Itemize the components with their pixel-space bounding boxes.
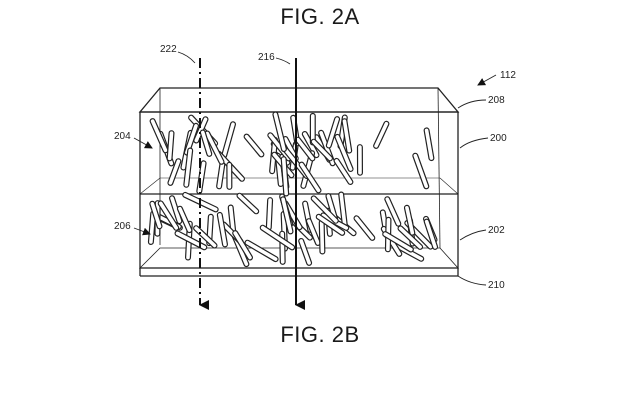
lc-molecule-fill — [385, 197, 401, 226]
label-216: 216 — [258, 52, 275, 63]
lc-molecule-fill — [319, 220, 325, 254]
lc-molecule-fill — [335, 135, 353, 171]
label-210-group: 210 — [457, 275, 505, 291]
lc-molecule-fill — [218, 213, 227, 247]
lc-molecule-fill — [307, 219, 320, 245]
upper-rod-layer — [149, 111, 435, 197]
lc-molecule-fill — [296, 137, 315, 161]
lc-molecule-fill — [260, 225, 294, 250]
lc-molecule-fill — [405, 206, 415, 235]
lc-molecule-fill — [168, 159, 181, 185]
label-206-group: 206 — [114, 221, 151, 236]
lc-molecule-fill — [424, 128, 434, 160]
label-208-group: 208 — [457, 95, 505, 109]
lc-molecule-fill — [266, 198, 272, 230]
lc-molecule-fill — [354, 216, 375, 240]
lc-molecule-fill — [383, 232, 413, 252]
label-210: 210 — [488, 280, 505, 291]
lc-molecule-fill — [184, 148, 192, 187]
label-202: 202 — [488, 225, 505, 236]
label-206: 206 — [114, 221, 131, 232]
lc-molecule-fill — [150, 201, 162, 229]
label-222: 222 — [160, 44, 177, 55]
figure-title-top: FIG. 2A — [280, 4, 360, 29]
top-face — [138, 87, 460, 113]
lc-molecule-fill — [178, 206, 192, 232]
label-204: 204 — [114, 131, 131, 142]
lc-molecule-fill — [237, 193, 259, 214]
lc-molecule-fill — [326, 117, 339, 148]
lc-molecule-fill — [244, 134, 264, 157]
label-112: 112 — [500, 70, 516, 81]
lc-molecule-fill — [205, 131, 224, 164]
lc-molecule-fill — [299, 239, 311, 265]
lc-molecule-fill — [201, 130, 212, 156]
lc-molecule-fill — [316, 215, 345, 235]
lc-molecule-fill — [158, 201, 178, 230]
lc-molecule-fill — [283, 137, 298, 161]
lc-molecule-fill — [413, 153, 429, 189]
lc-molecule-fill — [228, 205, 236, 236]
lc-molecule-fill — [395, 243, 424, 261]
lc-molecule-fill — [342, 119, 352, 153]
label-208: 208 — [488, 95, 505, 106]
label-222-group: 222 — [160, 44, 196, 64]
lc-molecule-fill — [424, 219, 437, 249]
lc-molecule-fill — [170, 196, 182, 223]
label-202-group: 202 — [459, 225, 505, 241]
lc-molecule-fill — [374, 122, 389, 148]
lc-molecule-fill — [334, 159, 353, 184]
lc-molecule-fill — [245, 240, 278, 261]
lc-molecule-fill — [339, 192, 347, 228]
label-204-group: 204 — [114, 131, 153, 149]
lc-molecule-fill — [222, 122, 235, 158]
lc-molecule-fill — [398, 226, 422, 249]
lc-molecule-fill — [149, 211, 155, 244]
lc-molecule-fill — [281, 157, 289, 196]
cell-box — [138, 87, 460, 277]
lc-molecule-fill — [233, 231, 252, 260]
label-200: 200 — [490, 133, 507, 144]
lc-molecule-fill — [194, 226, 217, 248]
lc-molecule-fill — [281, 197, 293, 234]
label-216-group: 216 — [258, 52, 291, 65]
lc-molecule-fill — [299, 162, 321, 193]
lc-molecule-fill — [311, 196, 338, 223]
lc-molecule-fill — [311, 139, 332, 161]
lc-molecule-fill — [150, 119, 168, 153]
lc-molecule-fill — [273, 112, 286, 151]
label-200-group: 200 — [459, 133, 507, 149]
lc-molecule-fill — [194, 117, 208, 143]
lower-rod-layer — [147, 191, 439, 268]
label-112-group: 112 — [477, 70, 516, 86]
lc-molecule-fill — [167, 131, 174, 161]
figure-title-bottom: FIG. 2B — [280, 322, 360, 347]
